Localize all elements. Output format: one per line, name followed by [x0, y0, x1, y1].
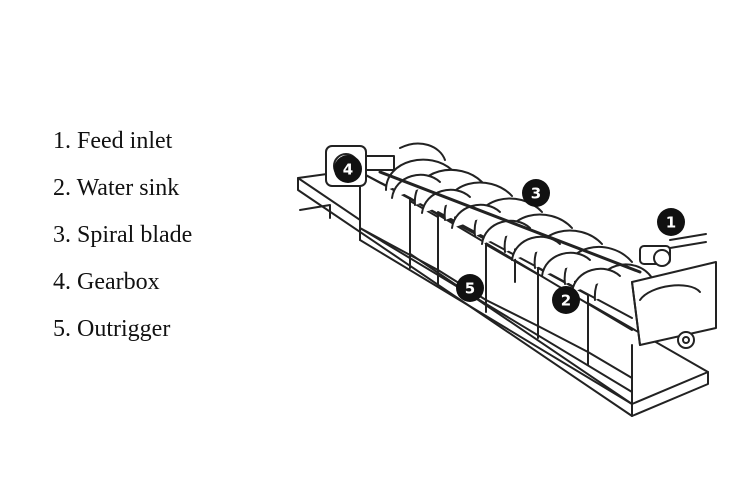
legend-label: Water sink [76, 175, 180, 201]
legend-number: 2. [53, 175, 71, 201]
parts-legend: 1. Feed inlet 2. Water sink 3. Spiral bl… [53, 118, 192, 353]
callout-number: 5 [465, 280, 475, 298]
legend-number: 1. [53, 128, 71, 154]
callout-5: 5 [456, 274, 484, 302]
callout-1: 1 [657, 208, 685, 236]
legend-item-water-sink: 2. Water sink [53, 165, 192, 212]
water-sink-box [631, 261, 717, 349]
callout-3: 3 [522, 179, 550, 207]
callout-4: 4 [334, 155, 362, 183]
callout-2: 2 [552, 286, 580, 314]
callout-number: 4 [343, 161, 353, 179]
spiral-blades [378, 158, 653, 301]
legend-label: Outrigger [77, 316, 171, 342]
legend-item-outrigger: 5. Outrigger [53, 306, 192, 353]
legend-label: Feed inlet [77, 128, 173, 154]
feed-inlet-assembly [639, 233, 707, 267]
legend-item-feed-inlet: 1. Feed inlet [53, 118, 192, 165]
callout-number: 2 [561, 292, 571, 310]
legend-label: Gearbox [77, 269, 160, 295]
callout-number: 3 [531, 185, 541, 203]
callout-number: 1 [666, 214, 676, 232]
legend-number: 5. [53, 316, 71, 342]
legend-item-gearbox: 4. Gearbox [53, 259, 192, 306]
legend-number: 3. [53, 222, 71, 248]
legend-label: Spiral blade [77, 222, 193, 248]
legend-item-spiral-blade: 3. Spiral blade [53, 212, 192, 259]
legend-number: 4. [53, 269, 71, 295]
